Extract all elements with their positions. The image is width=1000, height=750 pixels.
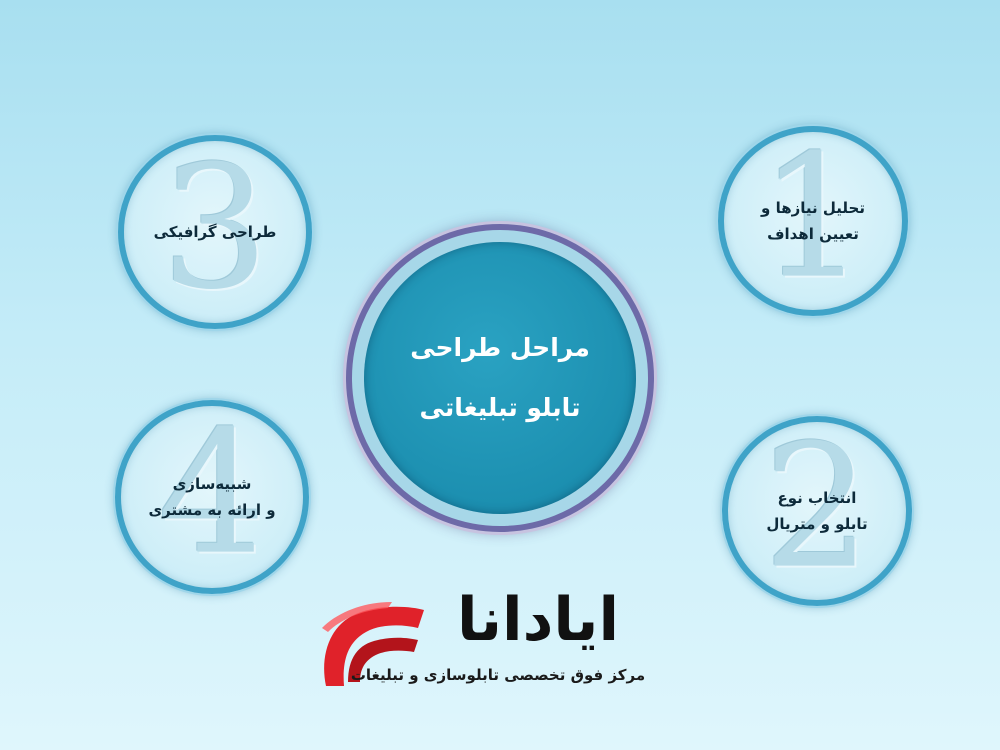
step-1-numeral: 1	[758, 126, 868, 316]
step-3-line1: طراحی گرافیکی	[153, 222, 277, 241]
step-3-numeral: 3	[160, 135, 270, 328]
step-4-line1: شبیه‌سازی	[172, 474, 252, 493]
brand-logo: ایادانا مرکز فوق تخصصی تابلوسازی و تبلیغ…	[318, 590, 658, 696]
step-1-circle: 1 تحلیل نیازها و تعیین اهداف	[718, 126, 908, 316]
step-2-text: انتخاب نوع تابلو و متریال	[728, 485, 906, 538]
step-1-line2: تعیین اهداف	[767, 225, 859, 243]
step-1-line1: تحلیل نیازها و	[761, 198, 865, 217]
center-title-line1: مراحل طراحی	[410, 333, 590, 362]
step-2-circle: 2 انتخاب نوع تابلو و متریال	[722, 416, 912, 606]
logo-tagline: مرکز فوق تخصصی تابلوسازی و تبلیغات	[350, 666, 646, 684]
step-3-text: طراحی گرافیکی	[124, 219, 306, 245]
center-title: مراحل طراحی تابلو تبلیغاتی	[364, 318, 636, 438]
step-4-line2: و ارائه به مشتری	[148, 501, 276, 519]
step-2-line1: انتخاب نوع	[777, 488, 857, 507]
center-circle-fill: مراحل طراحی تابلو تبلیغاتی	[364, 242, 636, 514]
step-3-circle: 3 طراحی گرافیکی	[118, 135, 312, 329]
step-4-circle: 4 شبیه‌سازی و ارائه به مشتری	[115, 400, 309, 594]
step-2-numeral: 2	[762, 416, 872, 606]
step-2-line2: تابلو و متریال	[766, 515, 868, 533]
step-4-numeral: 4	[157, 400, 267, 593]
step-1-text: تحلیل نیازها و تعیین اهداف	[724, 195, 902, 248]
logo-swoosh-icon	[322, 602, 424, 686]
step-4-text: شبیه‌سازی و ارائه به مشتری	[121, 471, 303, 524]
logo-wordmark: ایادانا	[456, 585, 621, 655]
center-title-line2: تابلو تبلیغاتی	[419, 393, 581, 422]
center-circle: مراحل طراحی تابلو تبلیغاتی	[346, 224, 654, 532]
